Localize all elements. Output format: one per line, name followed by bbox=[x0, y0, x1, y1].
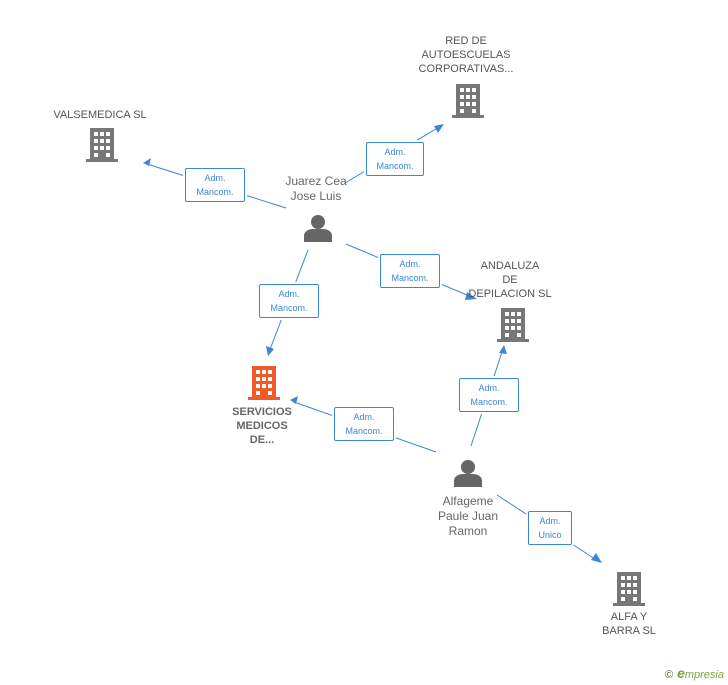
arrowhead bbox=[290, 396, 298, 404]
company-label-valsemedica[interactable]: VALSEMEDICA SL bbox=[53, 109, 147, 121]
arrowhead bbox=[465, 292, 477, 300]
brand-logo: ©empresia bbox=[665, 665, 724, 681]
arrowhead bbox=[143, 158, 151, 166]
building-icon[interactable] bbox=[452, 84, 484, 123]
arrowhead bbox=[434, 124, 444, 133]
building-icon[interactable] bbox=[86, 128, 118, 167]
brand-name: mpresia bbox=[684, 669, 724, 681]
relation-label[interactable]: Adm. Unico bbox=[528, 511, 572, 545]
arrowhead bbox=[266, 346, 274, 356]
company-label-servicios-medicos[interactable]: SERVICIOS MEDICOS DE... bbox=[232, 406, 292, 446]
person-icon[interactable] bbox=[304, 214, 332, 247]
building-icon[interactable] bbox=[613, 572, 645, 611]
arrowhead bbox=[591, 553, 602, 563]
company-label-alfa-barra[interactable]: ALFA Y BARRA SL bbox=[602, 611, 656, 637]
person-icon[interactable] bbox=[454, 459, 482, 492]
copyright-symbol: © bbox=[664, 669, 674, 681]
person-label-alfageme[interactable]: Alfageme Paule Juan Ramon bbox=[437, 494, 499, 538]
company-label-red-autoescuelas[interactable]: RED DE AUTOESCUELAS CORPORATIVAS... bbox=[418, 35, 514, 75]
arrowhead bbox=[499, 345, 507, 354]
building-icon[interactable] bbox=[248, 366, 280, 405]
brand-initial: e bbox=[677, 665, 685, 681]
relation-label[interactable]: Adm. Mancom. bbox=[380, 254, 440, 288]
relation-label[interactable]: Adm. Mancom. bbox=[459, 378, 519, 412]
relation-label[interactable]: Adm. Mancom. bbox=[366, 142, 424, 176]
relation-label[interactable]: Adm. Mancom. bbox=[334, 407, 394, 441]
company-label-andaluza[interactable]: ANDALUZA DE DEPILACION SL bbox=[468, 260, 552, 300]
building-icon[interactable] bbox=[497, 308, 529, 347]
person-label-juarez[interactable]: Juarez Cea Jose Luis bbox=[285, 174, 347, 203]
relation-label[interactable]: Adm. Mancom. bbox=[259, 284, 319, 318]
relation-label[interactable]: Adm. Mancom. bbox=[185, 168, 245, 202]
